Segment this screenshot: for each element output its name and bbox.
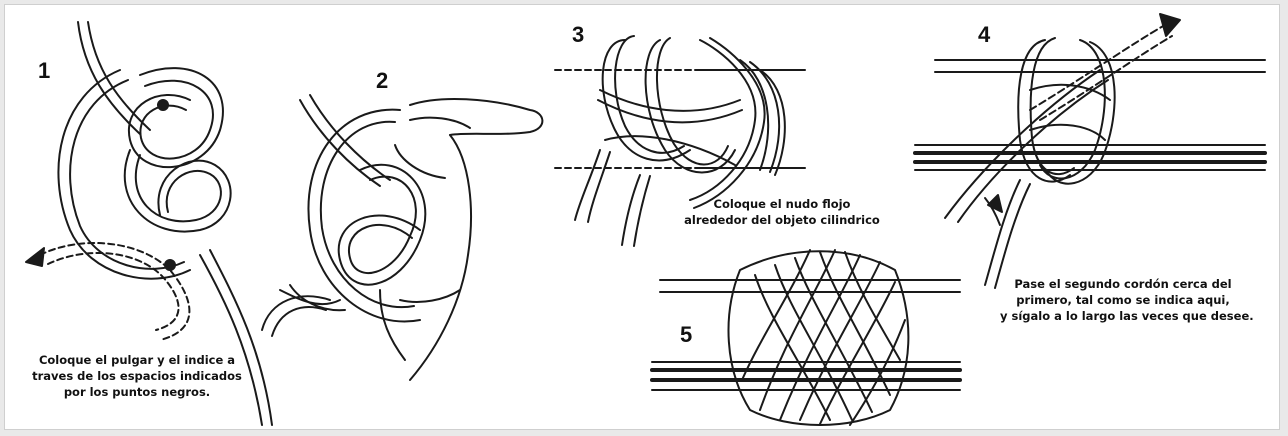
- step4-knot-drawing: [915, 14, 1265, 288]
- caption-step1: Coloque el pulgar y el indice a traves d…: [26, 352, 248, 400]
- caption-step1-line: por los puntos negros.: [26, 384, 248, 400]
- step-number-2: 2: [376, 68, 388, 94]
- step5-knot-drawing: [652, 250, 960, 425]
- caption-step1-line: traves de los espacios indicados: [26, 368, 248, 384]
- caption-step4-line: primero, tal como se indica aqui,: [1000, 292, 1246, 308]
- caption-step4-line: y sígalo a lo largo las veces que desee.: [1000, 308, 1246, 324]
- caption-step3-line: Coloque el nudo flojo: [682, 196, 882, 212]
- step-number-4: 4: [978, 22, 990, 48]
- caption-step3-line: alrededor del objeto cilindrico: [682, 212, 882, 228]
- step-number-5: 5: [680, 322, 692, 348]
- step2-knot-drawing: [262, 95, 542, 380]
- step-number-3: 3: [572, 22, 584, 48]
- caption-step3: Coloque el nudo flojo alrededor del obje…: [682, 196, 882, 228]
- caption-step4-line: Pase el segundo cordón cerca del: [1000, 276, 1246, 292]
- step-number-1: 1: [38, 58, 50, 84]
- caption-step1-line: Coloque el pulgar y el indice a: [26, 352, 248, 368]
- caption-step4: Pase el segundo cordón cerca del primero…: [1000, 276, 1246, 324]
